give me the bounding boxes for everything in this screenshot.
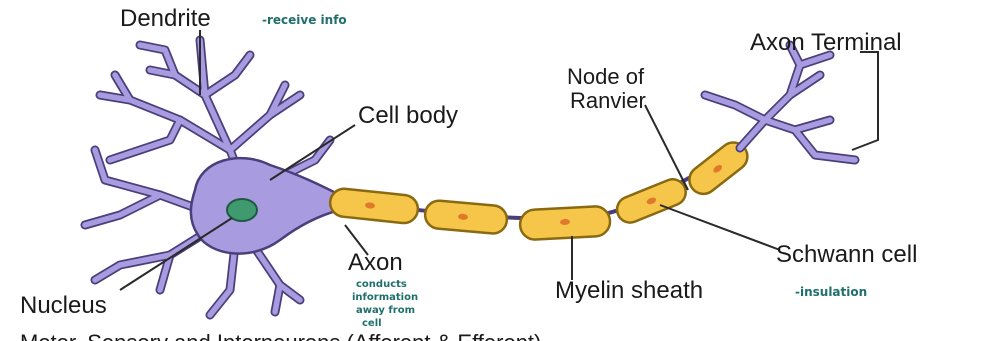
label-axon: Axon [348, 249, 403, 276]
leader-axon-terminal [852, 52, 878, 150]
note-axon-line4: cell [362, 318, 382, 329]
myelin-sheath [329, 137, 753, 241]
schwann-cell-1 [329, 187, 419, 224]
leader-cell-body [270, 125, 355, 180]
schwann-cell-3 [519, 206, 610, 241]
label-myelin-sheath: Myelin sheath [555, 277, 703, 304]
note-axon-line3: away from [356, 305, 415, 316]
note-bottom-partial: Motor, Sensory and Interneurons (Afferen… [20, 330, 541, 341]
note-axon-line2: information [352, 292, 418, 303]
label-dendrite: Dendrite [120, 5, 211, 32]
label-cell-body: Cell body [358, 102, 458, 129]
note-dendrite: -receive info [262, 13, 347, 27]
note-myelin: -insulation [795, 285, 867, 299]
leader-nucleus [120, 218, 232, 290]
leader-node-of-ranvier [645, 105, 688, 190]
schwann-cell-4 [613, 175, 689, 226]
schwann-cell-2 [424, 200, 508, 235]
label-schwann-cell: Schwann cell [776, 241, 917, 268]
label-node-of-ranvier-line1: Node of [567, 64, 645, 89]
note-axon-line1: conducts [356, 279, 407, 290]
label-node-of-ranvier-line2: Ranvier [570, 88, 646, 113]
cell-body [191, 158, 340, 253]
leader-schwann-cell [660, 205, 780, 250]
label-nucleus: Nucleus [20, 292, 107, 319]
label-axon-terminal: Axon Terminal [750, 29, 902, 56]
